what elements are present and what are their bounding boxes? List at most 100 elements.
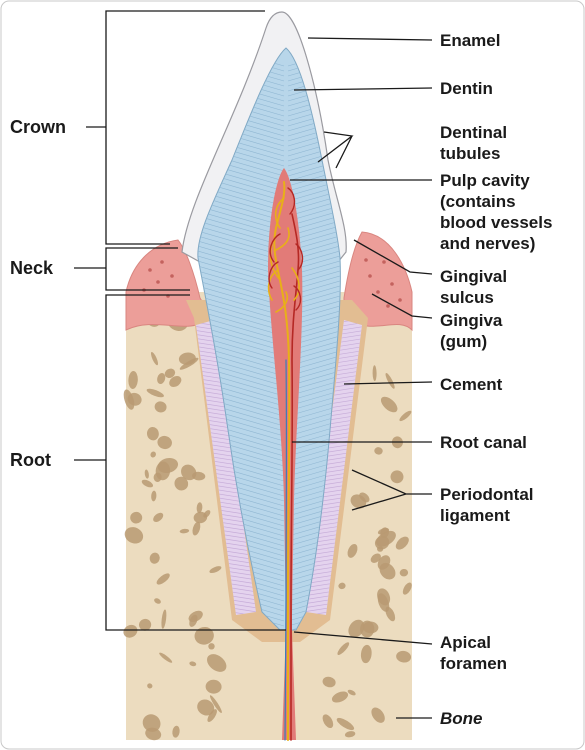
ligament-fiber (306, 519, 362, 535)
tubule-line (287, 239, 341, 277)
ligament-fiber (306, 495, 362, 511)
tubule-line (287, 139, 341, 177)
ligament-fiber (306, 403, 362, 419)
gingiva-dot (148, 268, 152, 272)
bone-spot (179, 528, 190, 534)
leader-lines (74, 10, 433, 719)
tubule-line (287, 549, 341, 587)
ligament-fiber (306, 447, 362, 463)
tubule-line (287, 229, 341, 267)
bone-spot (395, 536, 409, 550)
ligament-fiber (306, 383, 362, 399)
tubule-line (197, 214, 285, 252)
bone-spot (156, 573, 170, 585)
tubule-line (287, 314, 341, 352)
tubule-line (287, 154, 341, 192)
enamel-leader (307, 37, 433, 41)
tubule-line (197, 169, 285, 207)
tubule-line (287, 329, 341, 367)
tubule-line (197, 324, 285, 362)
bone-spot (205, 679, 222, 694)
tubule-line (197, 164, 285, 202)
bone-spot (150, 351, 159, 366)
tubule-line (197, 194, 285, 232)
neck-label: Neck (10, 258, 54, 278)
tubule-line (197, 184, 285, 222)
tubule-line (197, 289, 285, 327)
tubule-line (287, 109, 341, 147)
gingiva-dot (170, 274, 174, 278)
ligament-fiber (306, 483, 362, 499)
ligament-fiber (306, 487, 362, 503)
tubule-line (287, 449, 341, 487)
tubule-line (287, 179, 341, 217)
neck-bracket (105, 247, 190, 291)
bone-spot (150, 451, 156, 458)
pulp-cavity-line-3: blood vessels (440, 213, 553, 232)
ligament-fiber (306, 439, 362, 455)
tubule-line (197, 334, 285, 372)
tubule-line (197, 349, 285, 387)
bone-spot (146, 427, 159, 441)
bone-spot (154, 401, 167, 413)
cement-label: Cement (440, 375, 503, 394)
pulp-cavity-line-1: Pulp cavity (440, 171, 530, 190)
bone-spot (347, 543, 358, 558)
ligament-fiber (306, 427, 362, 443)
ligament-fiber (306, 507, 362, 523)
gingiva-dot (386, 304, 390, 308)
tubules-leader (317, 131, 354, 169)
tubule-line (287, 194, 341, 232)
ligament-fiber (306, 471, 362, 487)
tubule-line (197, 224, 285, 262)
tubule-line (287, 499, 341, 537)
bone-spot (164, 368, 176, 379)
ligament-fiber (306, 407, 362, 423)
tubule-line (287, 74, 341, 112)
periodontal-ligament-label: Periodontal ligament (440, 484, 534, 526)
gingiva-leader (371, 293, 433, 319)
bone-spot (128, 371, 138, 389)
tubule-line (287, 269, 341, 307)
bone-spot (124, 527, 144, 544)
tubule-line (287, 519, 341, 557)
ligament-fiber (306, 419, 362, 435)
tubule-line (287, 489, 341, 527)
gingiva-right (343, 231, 413, 332)
blood-vessels-and-nerves (267, 181, 304, 741)
bone-spot (207, 709, 217, 723)
bone-spot (360, 644, 372, 664)
bone-spot (149, 552, 160, 564)
tubule-line (197, 199, 285, 237)
bone-spot (157, 435, 172, 450)
tubule-line (287, 214, 341, 252)
tubule-line (287, 284, 341, 322)
dentinal-tubules-label: Dentinal tubules (440, 122, 507, 164)
ligament-fiber (306, 443, 362, 459)
bone-spot (379, 562, 396, 580)
bone-spot (151, 490, 157, 502)
bone-spot (348, 619, 365, 638)
tubule-line (197, 174, 285, 212)
tubule-line (287, 349, 341, 387)
root-bracket (105, 294, 286, 631)
bone-spot (192, 521, 201, 536)
ligament-fiber (306, 527, 362, 543)
tubule-line (287, 114, 341, 152)
gingival-sulcus-label: Gingival sulcus (440, 266, 507, 308)
bone-spot (390, 470, 404, 484)
ligament-fiber (306, 511, 362, 527)
ligament-fiber (306, 391, 362, 407)
periodontal-ligament-line-2: ligament (440, 506, 510, 525)
gingival-sulcus-line-2: sulcus (440, 288, 494, 307)
tubule-line (287, 174, 341, 212)
bone-spot (338, 582, 346, 590)
dentinal-tubules-line-2: tubules (440, 144, 501, 163)
tubule-line (287, 544, 341, 582)
tubule-line (287, 344, 341, 382)
bone-spot (380, 396, 398, 413)
gingiva-dot (398, 298, 402, 302)
pulp-cavity (268, 168, 303, 630)
tubule-line (287, 464, 341, 502)
tubule-line (197, 304, 285, 342)
